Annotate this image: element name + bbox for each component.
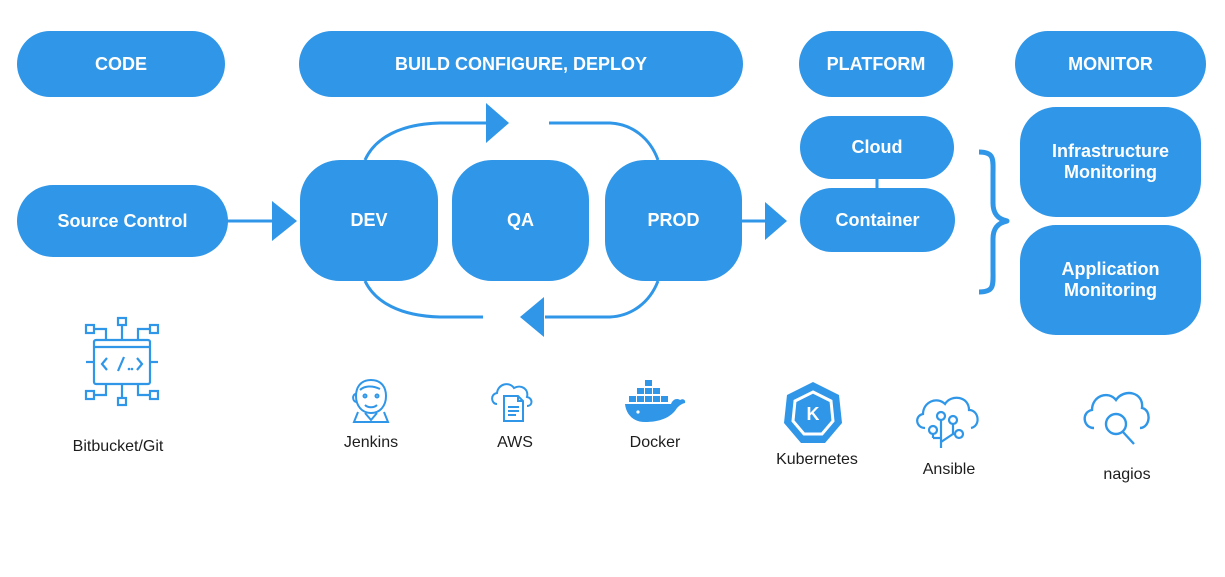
stage-dev: DEV (300, 160, 438, 281)
aws-cloud-icon (491, 383, 533, 422)
loop-top-left (363, 121, 488, 161)
tool-label-bitbucket-git: Bitbucket/Git (72, 438, 164, 455)
code-chip-icon (84, 316, 160, 407)
arrow-source-to-dev-head (272, 201, 297, 241)
curly-brace (978, 149, 1010, 295)
node-application-monitoring: Application Monitoring (1020, 225, 1201, 335)
svg-text:K: K (807, 404, 820, 424)
tool-label-kubernetes: Kubernetes (776, 451, 858, 468)
ansible-cloud-icon (916, 396, 979, 448)
loop-top-arrowhead (486, 103, 509, 143)
loop-bottom-arrowhead (520, 297, 544, 337)
docker-whale-icon (625, 380, 686, 422)
header-monitor: MONITOR (1015, 31, 1206, 97)
tool-label-nagios: nagios (1103, 466, 1151, 483)
tool-label-jenkins: Jenkins (343, 434, 399, 451)
stage-prod: PROD (605, 160, 742, 281)
tool-label-ansible: Ansible (922, 461, 976, 478)
node-source-control: Source Control (17, 185, 228, 257)
tool-label-aws: AWS (497, 434, 533, 451)
loop-bottom-right (545, 280, 660, 319)
kubernetes-icon: K (784, 382, 842, 443)
arrow-prod-to-container-head (765, 202, 787, 240)
nagios-cloud-search-icon (1083, 391, 1150, 445)
tool-label-docker: Docker (629, 434, 681, 451)
node-cloud: Cloud (800, 116, 954, 179)
loop-top-right (549, 121, 660, 161)
loop-bottom-left (363, 280, 483, 319)
header-platform: PLATFORM (799, 31, 953, 97)
header-build-configure-deploy: BUILD CONFIGURE, DEPLOY (299, 31, 743, 97)
node-infrastructure-monitoring: Infrastructure Monitoring (1020, 107, 1201, 217)
jenkins-icon (352, 378, 390, 423)
header-code: CODE (17, 31, 225, 97)
node-container: Container (800, 188, 955, 252)
stage-qa: QA (452, 160, 589, 281)
